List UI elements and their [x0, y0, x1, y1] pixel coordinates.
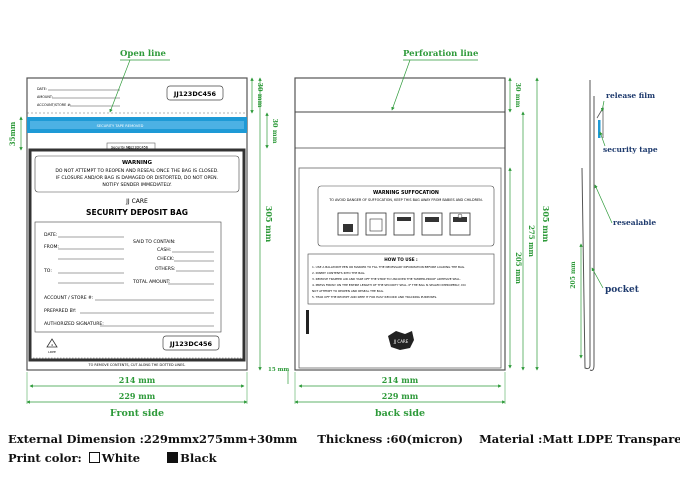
material-value: :Matt LDPE Transparent	[538, 432, 680, 446]
resealable-label: resealable	[613, 218, 656, 227]
spec-line-1: External Dimension :229mmx275mm+30mm Thi…	[8, 430, 680, 449]
front-header-code: JJ123DC456	[173, 90, 217, 98]
dim-back-205mm: 205 mm	[514, 252, 523, 284]
dim-front-30mm: 30 mm	[271, 118, 279, 143]
dim-back-229mm: 229 mm	[382, 391, 419, 401]
dim-front-305mm: 305 mm	[264, 206, 274, 243]
dim-back-305mm: 305 mm	[541, 206, 551, 243]
release-film-label: release film	[606, 91, 655, 100]
back-slot-mark	[306, 310, 309, 334]
open-line-arrow	[109, 59, 131, 113]
side-security-tape	[598, 120, 601, 138]
black-swatch	[167, 452, 179, 463]
recycle-label: LDPE	[48, 350, 56, 354]
front-form-box	[34, 221, 222, 333]
back-logo-text: JJ CARE	[393, 339, 409, 344]
side-205-label: 205 mm	[570, 261, 577, 289]
front-header-account: ACCOUNT/STORE #:	[37, 103, 71, 107]
form-date: DATE:	[44, 232, 58, 238]
thickness-value: :60(micron)	[386, 432, 464, 446]
back-step-1: 1. USE A BALLPOINT PEN OR MARKER TO FILL…	[312, 265, 465, 269]
front-warning-line-1: DO NOT ATTEMPT TO REOPEN AND RESEAL ONCE…	[55, 168, 218, 174]
dim-35mm: 35mm	[8, 121, 17, 146]
thickness-label: Thickness	[317, 432, 383, 446]
front-bottom-code-box	[162, 335, 220, 351]
material-label: Material	[479, 432, 535, 446]
front-security-no: Security No.	[111, 146, 132, 150]
back-step-4b: NOT ATTEMPT TO REOPEN AND RESEAL THE BAG…	[312, 289, 384, 293]
dim-front-229mm: 229 mm	[119, 391, 156, 401]
form-from: FROM:	[44, 244, 59, 250]
front-header-date: DATE:	[37, 87, 47, 91]
print-color-label: Print color:	[8, 451, 82, 465]
spec-block: External Dimension :229mmx275mm+30mm Thi…	[8, 430, 680, 468]
side-back-wall	[581, 167, 591, 370]
back-dimensions: 30 mm 205 mm 275 mm 305 mm 15 mm 214 mm …	[268, 77, 551, 404]
white-label: White	[101, 451, 141, 465]
black-label: Black	[180, 451, 217, 465]
front-brand: JJ CARE	[125, 198, 148, 205]
front-strip-text: SECURITY TAPE REMOVED	[97, 124, 144, 128]
side-profile	[581, 80, 604, 371]
dim-front-214mm: 214 mm	[119, 375, 156, 385]
form-others: OTHERS:	[155, 266, 176, 272]
form-check: CHECK:	[157, 256, 175, 262]
front-side-label: Front side	[110, 408, 164, 419]
back-warning-text: TO AVOID DANGER OF SUFFOCATION, KEEP THI…	[328, 198, 483, 202]
front-header-amount: AMOUNT:	[37, 95, 53, 99]
perforation-label: Perforation line	[403, 49, 479, 59]
pocket-label: pocket	[605, 285, 640, 295]
dim-back-15mm: 15 mm	[268, 367, 289, 373]
front-dimensions: 35mm 30 mm 30 mm 305 mm 214 mm 229 mm	[8, 77, 279, 404]
dim-back-30mm: 30 mm	[514, 82, 522, 107]
dim-back-275mm: 275 mm	[527, 225, 536, 257]
open-line-label: Open line	[120, 49, 167, 59]
form-authorized: AUTHORIZED SIGNATURE:	[44, 321, 104, 327]
form-to: TO:	[43, 268, 52, 274]
front-bag: DATE: AMOUNT: ACCOUNT/STORE #: JJ123DC45…	[26, 77, 248, 371]
front-header-code-box	[166, 85, 224, 101]
svg-text:4: 4	[51, 343, 53, 347]
form-cash: CASH:	[157, 247, 172, 253]
back-bag: WARNING SUFFOCATION TO AVOID DANGER OF S…	[294, 77, 506, 371]
back-side-label: back side	[375, 408, 425, 419]
side-front-wall	[589, 96, 595, 371]
form-prepared: PREPARED BY:	[44, 308, 77, 314]
white-swatch	[88, 452, 100, 463]
back-step-4: 4. PRESS FIRMLY ON THE ENTIRE LENGTH OF …	[312, 283, 467, 287]
back-step-3: 3. REMOVE TRAPPED AIR AND TAKE OFF THE S…	[312, 277, 461, 281]
back-warning-title: WARNING SUFFOCATION	[373, 190, 439, 196]
front-warning-line-3: NOTIFY SENDER IMMEDIATELY.	[102, 182, 171, 188]
security-tape-label: security tape	[603, 145, 658, 154]
form-total: TOTAL AMOUNT:	[132, 279, 171, 285]
back-howto-box	[307, 253, 495, 305]
form-said: SAID TO CONTAIN:	[133, 239, 176, 245]
usage-pictograms	[337, 212, 471, 236]
form-account: ACCOUNT / STORE #:	[44, 295, 94, 301]
perforation-arrow	[391, 59, 411, 111]
recycle-icon: 4 LDPE	[46, 338, 58, 354]
back-logo: JJ CARE	[388, 331, 414, 350]
front-warning-title: WARNING	[122, 160, 153, 166]
back-step-5: 5. TEAR OFF THE RECEIPT AND KEEP IT FOR …	[312, 295, 437, 299]
front-bag-title: SECURITY DEPOSIT BAG	[86, 208, 188, 217]
front-warning-box	[34, 155, 240, 193]
spec-line-2: Print color: White Black	[8, 449, 678, 468]
front-remove-text: TO REMOVE CONTENTS, CUT ALONG THE DOTTED…	[88, 363, 186, 367]
front-warning-line-2: IF CLOSURE AND/OR BAG IS DAMAGED OR DIST…	[56, 175, 218, 181]
external-dimension-label: External Dimension	[8, 432, 136, 446]
front-bottom-code: JJ123DC456	[169, 340, 213, 348]
dim-back-214mm: 214 mm	[382, 375, 419, 385]
front-security-code: JJ123DC456	[127, 146, 148, 150]
back-howto-title: HOW TO USE :	[384, 257, 418, 262]
external-dimension-value: :229mmx275mm+30mm	[139, 432, 298, 446]
back-step-2: 2. INSERT CONTENTS INTO THE BAG.	[312, 271, 365, 275]
